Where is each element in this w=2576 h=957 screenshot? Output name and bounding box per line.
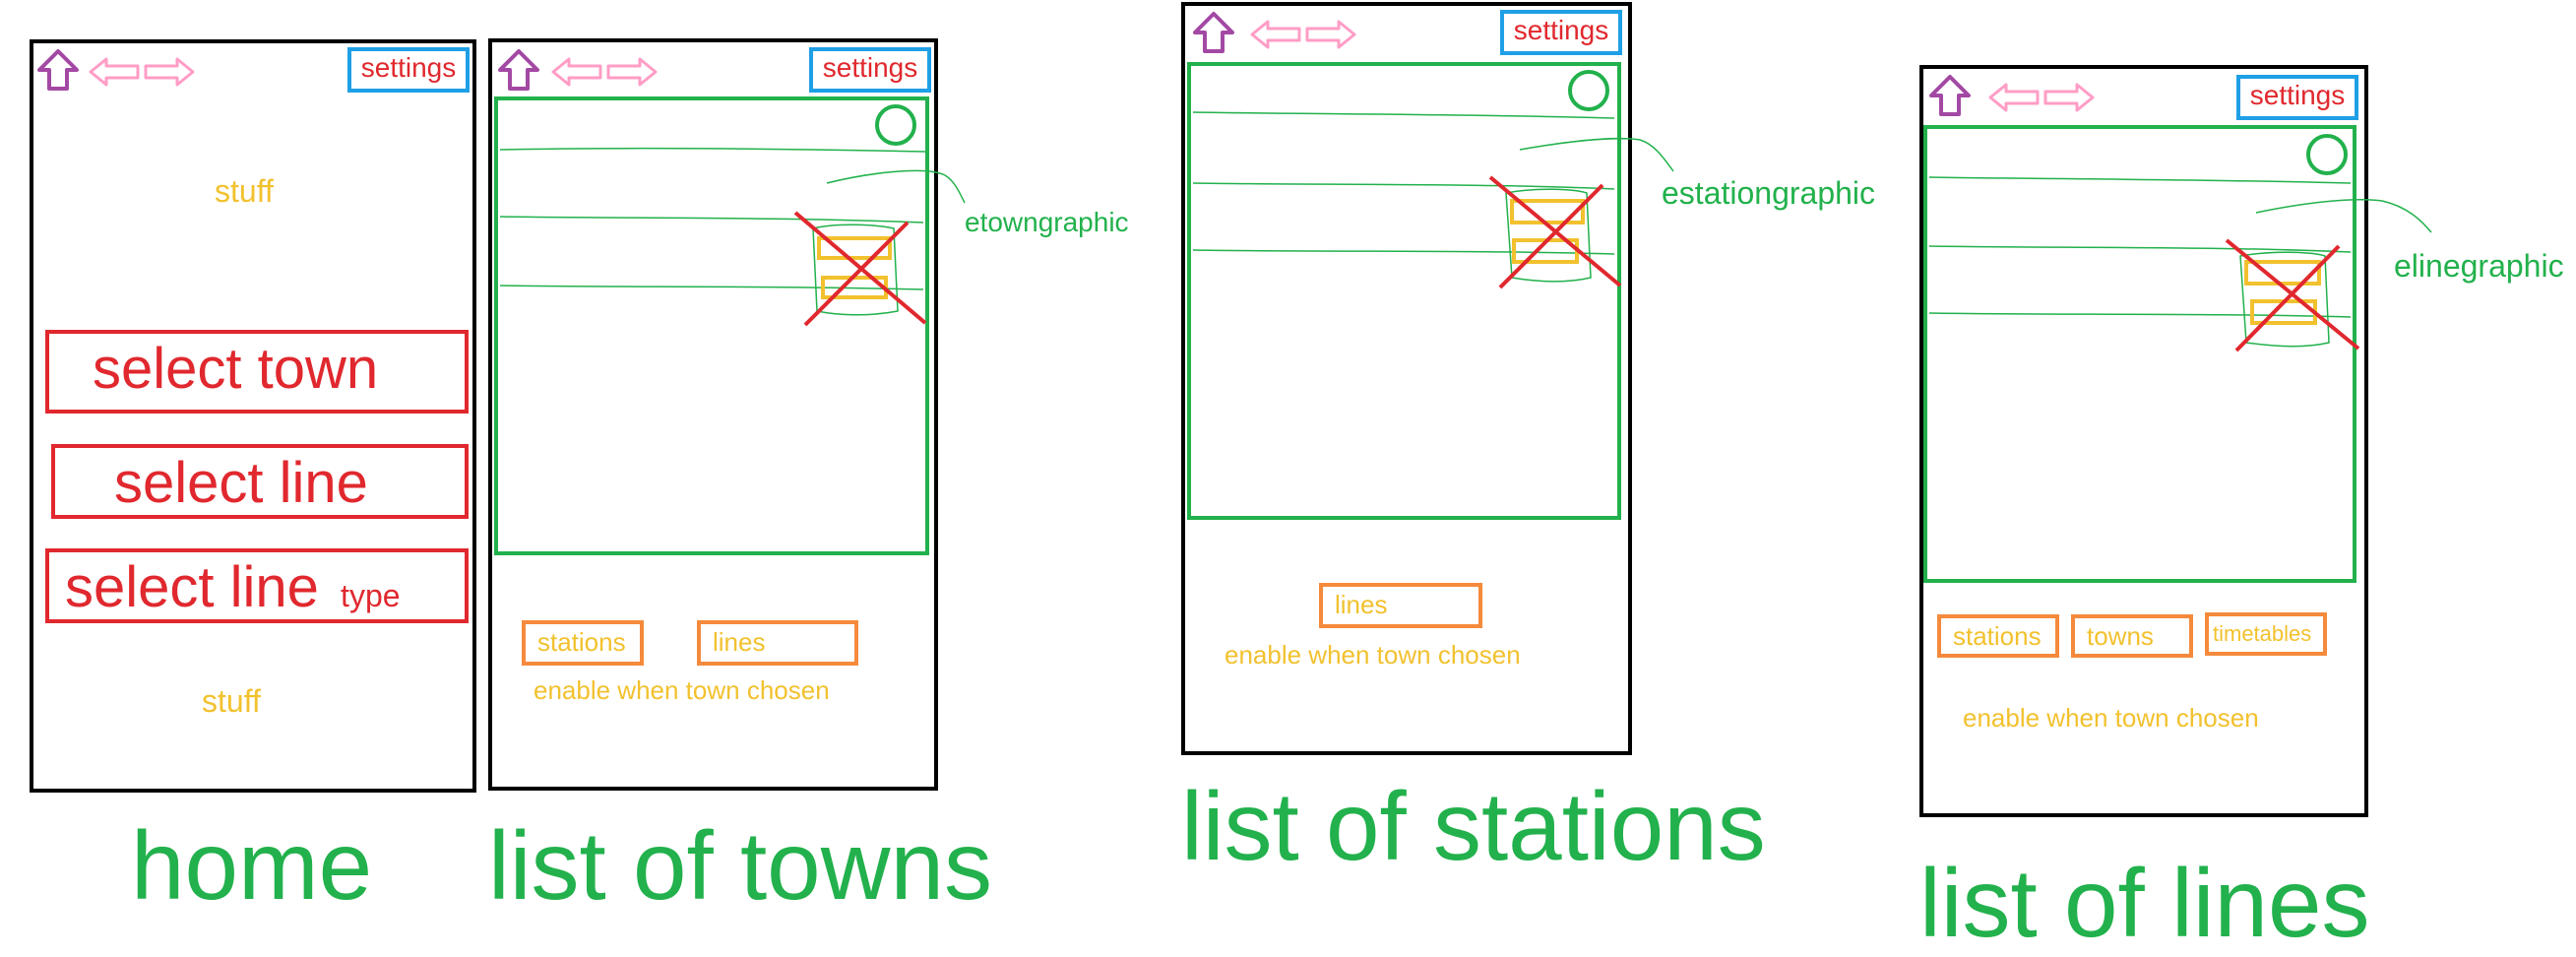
- forward-arrow-icon[interactable]: [2043, 83, 2095, 112]
- lines-button[interactable]: lines: [1319, 583, 1482, 628]
- select-line-button[interactable]: select line: [51, 444, 469, 519]
- up-arrow-icon[interactable]: [496, 47, 541, 93]
- towns-button[interactable]: towns: [2071, 614, 2193, 658]
- select-line-type-button[interactable]: select line type: [45, 548, 469, 623]
- town-list-panel[interactable]: [494, 96, 929, 555]
- home-stuff-bottom: stuff: [202, 683, 261, 719]
- lines-button[interactable]: lines: [697, 620, 858, 666]
- back-arrow-icon[interactable]: [1988, 83, 2040, 112]
- back-arrow-icon[interactable]: [551, 57, 602, 87]
- stations-screen-frame: [1181, 2, 1632, 755]
- up-arrow-icon[interactable]: [35, 47, 81, 93]
- settings-button[interactable]: settings: [1500, 10, 1622, 55]
- station-list-panel[interactable]: [1187, 62, 1621, 520]
- select-line-type-small: type: [341, 578, 401, 613]
- settings-button[interactable]: settings: [347, 47, 470, 93]
- settings-button[interactable]: settings: [2236, 75, 2358, 120]
- stations-button[interactable]: stations: [522, 620, 644, 666]
- stations-enable-hint: enable when town chosen: [1225, 640, 1521, 670]
- stations-button[interactable]: stations: [1937, 614, 2059, 658]
- timetables-button[interactable]: timetables: [2205, 612, 2327, 656]
- lines-enable-hint: enable when town chosen: [1963, 703, 2259, 733]
- select-town-button[interactable]: select town: [45, 330, 469, 414]
- line-list-panel[interactable]: [1923, 125, 2356, 583]
- lines-screen-label: list of lines: [1919, 849, 2370, 957]
- up-arrow-icon[interactable]: [1191, 10, 1236, 55]
- towns-screen-label: list of towns: [488, 811, 992, 920]
- home-screen-frame: [30, 39, 476, 793]
- back-arrow-icon[interactable]: [1250, 20, 1301, 49]
- back-arrow-icon[interactable]: [89, 57, 140, 87]
- home-screen-label: home: [131, 811, 373, 920]
- forward-arrow-icon[interactable]: [1305, 20, 1356, 49]
- town-graphic-label: etowngraphic: [965, 207, 1129, 237]
- line-graphic-label: elinegraphic: [2394, 248, 2564, 284]
- station-graphic-label: estationgraphic: [1662, 175, 1876, 211]
- lines-screen-frame: [1919, 65, 2368, 817]
- select-line-type-main: select line: [65, 555, 319, 619]
- home-stuff-top: stuff: [215, 173, 274, 209]
- forward-arrow-icon[interactable]: [144, 57, 195, 87]
- forward-arrow-icon[interactable]: [606, 57, 658, 87]
- settings-button[interactable]: settings: [809, 47, 931, 93]
- towns-enable-hint: enable when town chosen: [534, 675, 830, 705]
- stations-screen-label: list of stations: [1181, 772, 1766, 880]
- up-arrow-icon[interactable]: [1927, 73, 1973, 118]
